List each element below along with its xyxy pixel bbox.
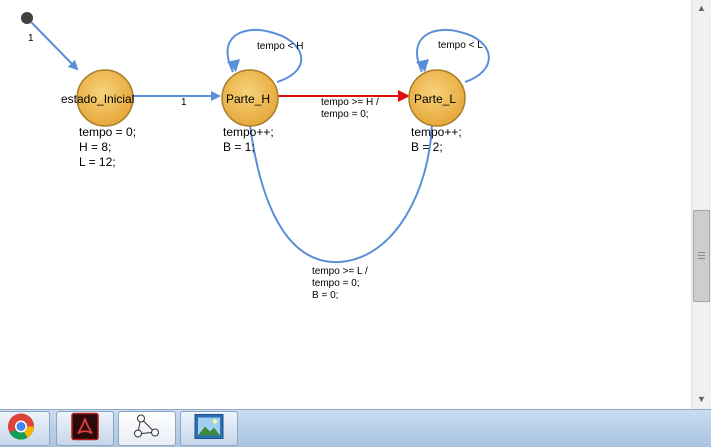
selfloop-partel[interactable] bbox=[416, 28, 490, 83]
diagram-canvas[interactable]: 1 estado_Inicial Parte_H Parte_L tempo =… bbox=[0, 0, 691, 409]
scrollbar-thumb[interactable] bbox=[693, 210, 710, 302]
transition-label-parteh-to-partel: tempo >= H / tempo = 0; bbox=[321, 97, 379, 121]
state-diagram-editor-icon bbox=[132, 412, 162, 445]
state-parte-h[interactable] bbox=[221, 69, 279, 127]
taskbar-button-chrome[interactable] bbox=[0, 411, 50, 446]
state-actions-parte-l: tempo++; B = 2; bbox=[411, 125, 462, 155]
transition-label-selfloop-partel: tempo < L bbox=[438, 40, 483, 51]
pdf-reader-icon bbox=[71, 412, 99, 445]
taskbar bbox=[0, 409, 711, 447]
action-line: B = 1; bbox=[223, 140, 255, 154]
image-viewer-icon bbox=[194, 413, 224, 444]
initial-state-dot[interactable] bbox=[21, 12, 33, 24]
chrome-icon bbox=[7, 412, 35, 445]
scroll-down-arrow-icon[interactable]: ▼ bbox=[697, 394, 706, 404]
transition-label-partel-to-parteh: tempo >= L / tempo = 0; B = 0; bbox=[312, 266, 368, 302]
selfloop-parteh-arrowhead bbox=[227, 59, 240, 72]
thumb-grip-line bbox=[698, 258, 705, 259]
initial-transition-line[interactable] bbox=[30, 21, 79, 71]
transition-partel-to-parteh[interactable] bbox=[249, 121, 433, 264]
diagram-svg bbox=[21, 12, 490, 264]
action-line: L = 12; bbox=[79, 155, 116, 169]
transition-label-selfloop-parteh: tempo < H bbox=[257, 41, 304, 52]
taskbar-button-image-viewer[interactable] bbox=[180, 411, 238, 446]
state-name-estado-inicial: estado_Inicial bbox=[61, 92, 135, 106]
transition-label-inicial-to-parteh: 1 bbox=[181, 97, 187, 108]
state-actions-estado-inicial: tempo = 0; H = 8; L = 12; bbox=[79, 125, 136, 170]
label-line: B = 0; bbox=[312, 290, 339, 301]
vertical-scrollbar[interactable]: ▲ ▼ bbox=[691, 0, 711, 409]
label-line: tempo >= L / bbox=[312, 266, 368, 277]
scroll-up-arrow-icon[interactable]: ▲ bbox=[697, 3, 706, 13]
label-line: tempo = 0; bbox=[312, 278, 360, 289]
state-name-parte-h: Parte_H bbox=[226, 92, 271, 106]
action-line: tempo++; bbox=[411, 125, 462, 139]
thumb-grip-line bbox=[698, 255, 705, 256]
selfloop-partel-arrowhead bbox=[416, 59, 429, 72]
state-actions-parte-h: tempo++; B = 1; bbox=[223, 125, 274, 155]
action-line: B = 2; bbox=[411, 140, 443, 154]
action-line: tempo++; bbox=[223, 125, 274, 139]
state-parte-l[interactable] bbox=[408, 69, 466, 127]
action-line: tempo = 0; bbox=[79, 125, 137, 139]
taskbar-button-state-diagram-editor[interactable] bbox=[118, 411, 176, 446]
selfloop-parteh[interactable] bbox=[226, 28, 303, 83]
action-line: H = 8; bbox=[79, 140, 112, 154]
thumb-grip-line bbox=[698, 252, 705, 253]
label-line: tempo >= H / bbox=[321, 97, 379, 108]
state-name-parte-l: Parte_L bbox=[414, 92, 457, 106]
initial-transition-label: 1 bbox=[28, 33, 34, 44]
taskbar-button-pdf-reader[interactable] bbox=[56, 411, 114, 446]
state-estado-inicial[interactable] bbox=[76, 69, 134, 127]
label-line: tempo = 0; bbox=[321, 109, 369, 120]
